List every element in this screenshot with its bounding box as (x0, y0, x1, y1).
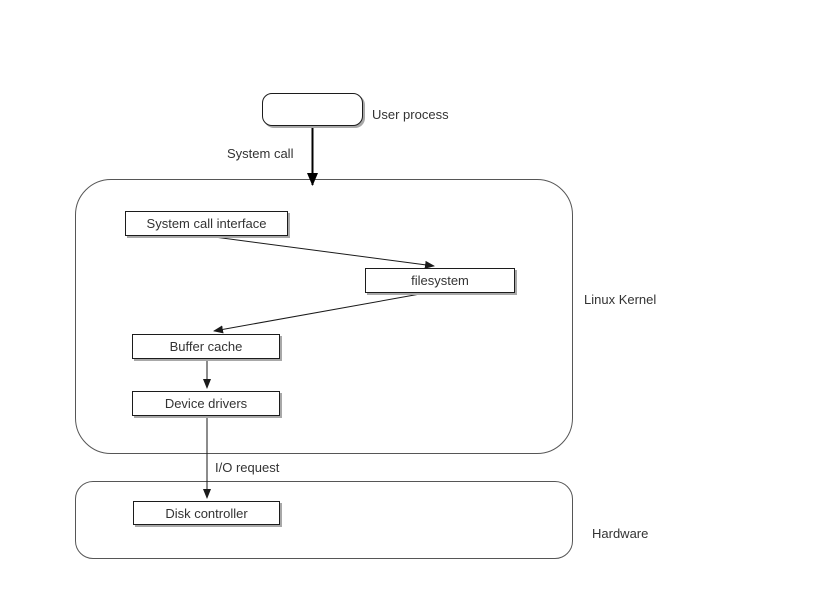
linux-kernel-label: Linux Kernel (584, 292, 657, 307)
arrow-filesystem-to-buffer-cache (213, 293, 421, 334)
buffer-cache-box: Buffer cache (132, 334, 280, 359)
hardware-label: Hardware (592, 526, 649, 541)
device-drivers-label: Device drivers (164, 396, 248, 411)
disk-controller-box: Disk controller (133, 501, 280, 525)
arrow-sci-to-filesystem (206, 235, 435, 269)
buffer-cache-label: Buffer cache (169, 339, 243, 354)
system-call-interface-label: System call interface (146, 216, 267, 231)
user-process-label: User process (372, 107, 449, 122)
disk-controller-label: Disk controller (165, 505, 248, 521)
system-call-edge-label: System call (227, 146, 294, 161)
filesystem-box: filesystem (365, 268, 515, 293)
hardware-container (75, 481, 573, 559)
io-request-edge-label: I/O request (215, 460, 280, 475)
linux-kernel-container (75, 179, 573, 454)
device-drivers-box: Device drivers (132, 391, 280, 416)
filesystem-label: filesystem (411, 273, 469, 288)
system-call-interface-box: System call interface (125, 211, 288, 236)
user-process-box (262, 93, 363, 126)
